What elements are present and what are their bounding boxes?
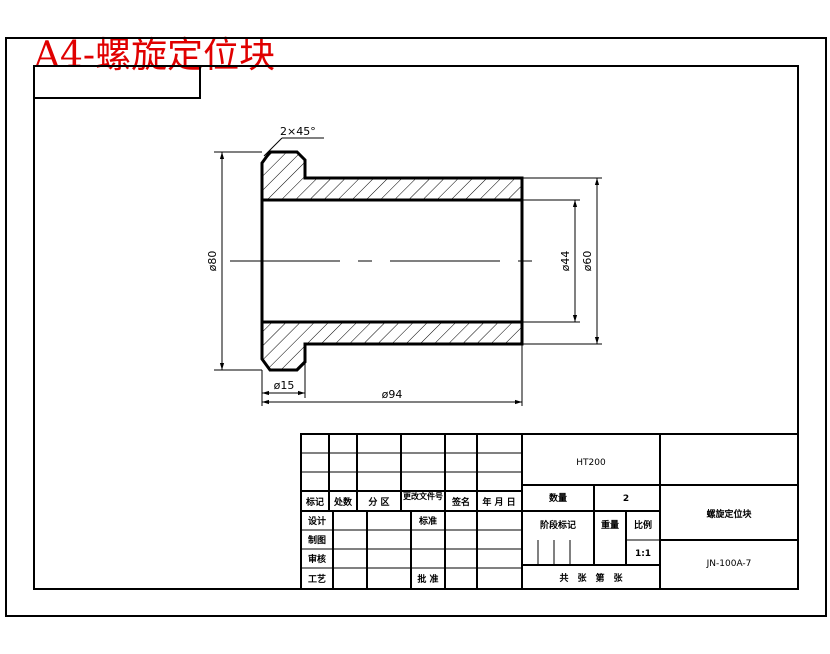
title-block: 标记 处数 分 区 更改文件号 签名 年 月 日 设计 标准 制图 审核 工艺 … <box>300 433 799 590</box>
quantity-value: 2 <box>623 494 629 504</box>
hatched-lower <box>260 320 524 372</box>
outer-border <box>5 37 827 617</box>
stage-mark-label: 阶段标记 <box>540 519 576 531</box>
dim-80-label: ø80 <box>206 251 219 272</box>
rev-header-mark: 标记 <box>305 496 324 508</box>
chamfer-label: 2×45° <box>280 125 316 138</box>
hatched-upper <box>260 150 524 202</box>
scale-value: 1:1 <box>635 549 651 559</box>
scale-label: 比例 <box>634 519 652 531</box>
dimensions <box>214 137 602 406</box>
dim-44-label: ø44 <box>559 251 572 272</box>
dim-15-label: ø15 <box>274 379 295 392</box>
dim-60-label: ø60 <box>581 251 594 272</box>
quantity-label: 数量 <box>549 492 567 504</box>
dim-94-label: ø94 <box>382 388 403 401</box>
design-label: 设计 <box>308 515 326 527</box>
weight-label: 重量 <box>601 519 619 531</box>
part-name: 螺旋定位块 <box>706 508 752 520</box>
rev-header-zone: 分 区 <box>368 496 389 508</box>
title-label-box <box>33 65 201 99</box>
rev-header-count: 处数 <box>333 496 353 508</box>
rev-header-sign: 签名 <box>451 496 470 508</box>
process-label: 工艺 <box>308 573 326 585</box>
part-section <box>230 150 548 372</box>
sheet-title: A4-螺旋定位块 <box>34 35 276 76</box>
rev-header-date: 年 月 日 <box>482 496 515 508</box>
sheets-label: 共 张 第 张 <box>559 572 623 584</box>
standard-label: 标准 <box>418 515 437 527</box>
drawing-number: JN-100A-7 <box>706 559 752 569</box>
drafting-label: 制图 <box>308 534 326 546</box>
rev-header-change-doc: 更改文件号 <box>403 491 443 501</box>
review-label: 审核 <box>308 553 326 565</box>
approve-label: 批 准 <box>417 573 438 585</box>
material-label: HT200 <box>576 458 606 468</box>
